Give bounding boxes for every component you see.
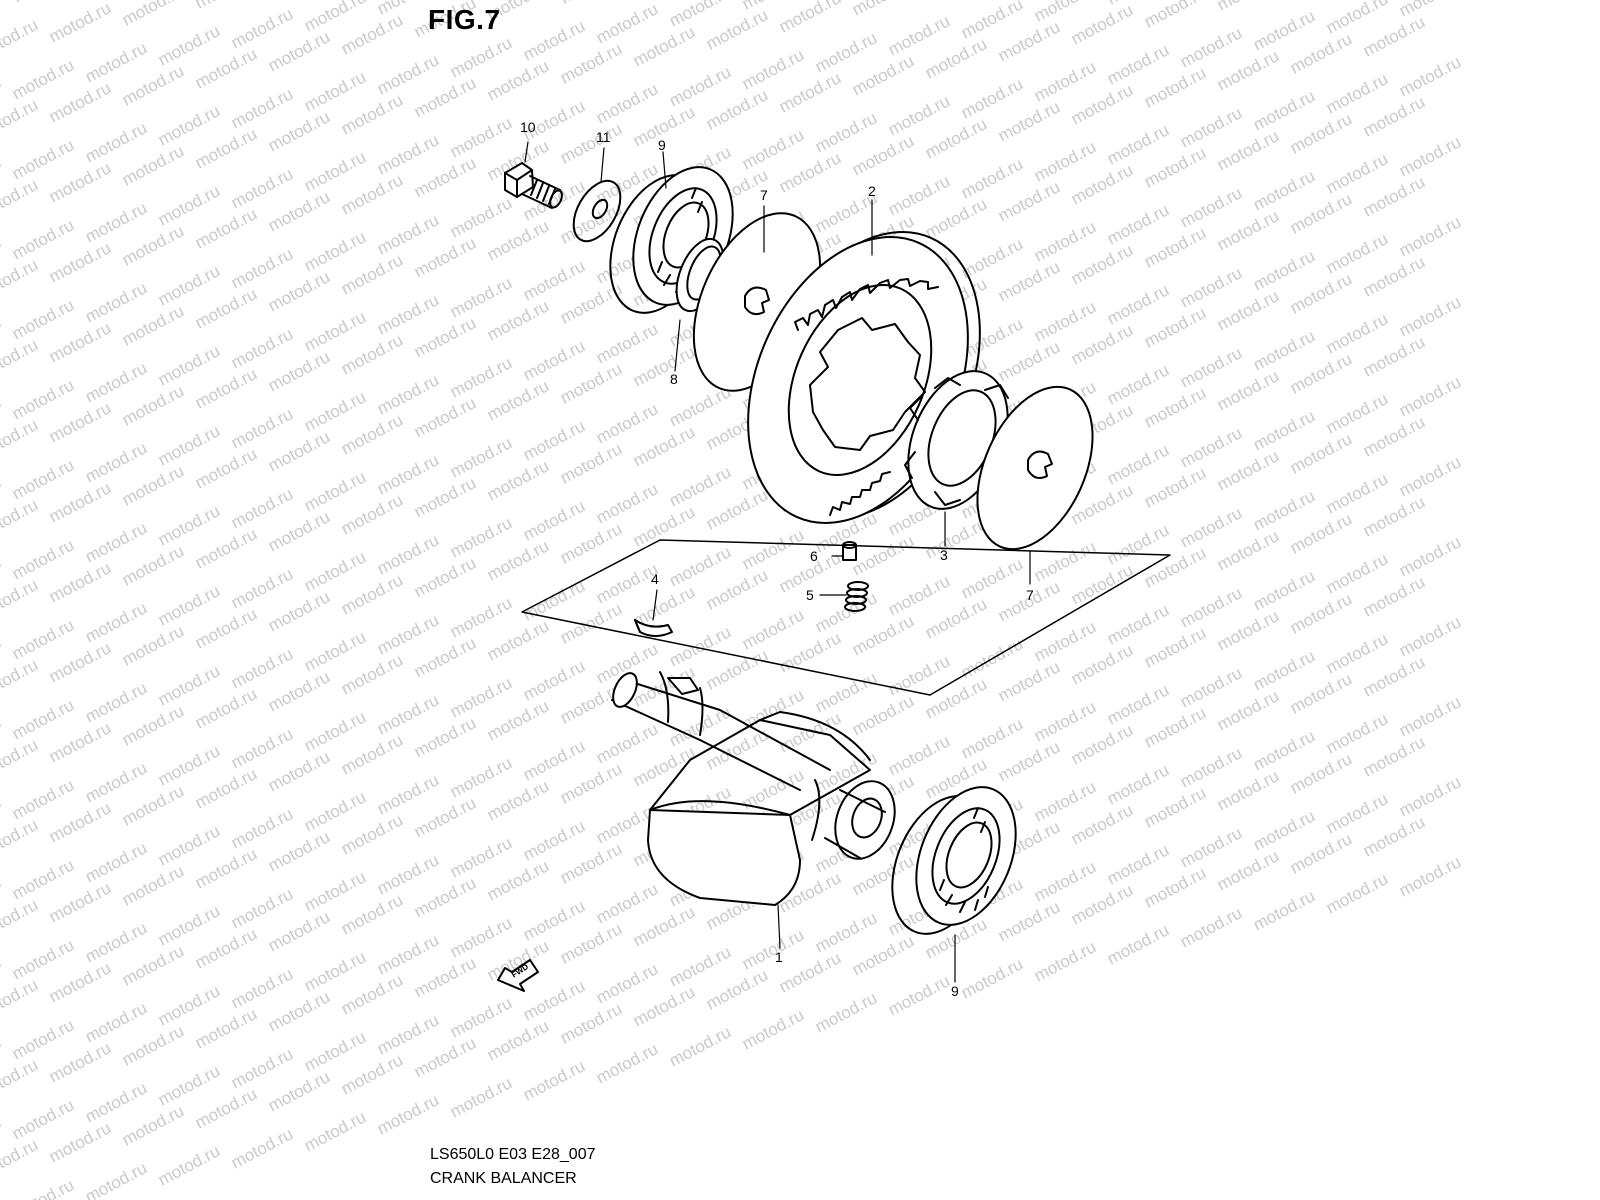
callout-11: 11: [596, 129, 611, 145]
callout-5: 5: [806, 587, 814, 603]
callout-3: 3: [940, 547, 948, 563]
callout-6: 6: [810, 548, 818, 564]
callout-7-upper: 7: [760, 187, 768, 203]
bearing-part-9-bottom: [891, 786, 1017, 935]
woodruff-key-part-4: [634, 619, 673, 637]
diagram-name: CRANK BALANCER: [430, 1170, 577, 1187]
pin-part-6: [842, 541, 857, 561]
assembly-outline: [521, 539, 1171, 696]
diagram-code: LS650L0 E03 E28_007: [430, 1146, 596, 1163]
callout-7-lower: 7: [1026, 587, 1034, 603]
callout-10: 10: [520, 119, 536, 135]
callout-4: 4: [651, 571, 659, 587]
bolt-part-10: [504, 162, 563, 209]
keyed-plate-part-7-lower: [976, 385, 1094, 551]
fwd-arrow-icon: [497, 959, 539, 992]
leader-lines: [524, 141, 1031, 983]
balancer-shaft-part-1: [611, 671, 896, 906]
callout-1: 1: [775, 949, 783, 965]
callout-2: 2: [868, 183, 876, 199]
callout-8: 8: [670, 371, 678, 387]
washer-part-11: [572, 179, 622, 243]
callout-9-top: 9: [658, 137, 666, 153]
spring-part-5: [844, 581, 869, 612]
callout-9-bottom: 9: [951, 983, 959, 999]
figure-title: FIG.7: [428, 4, 501, 35]
